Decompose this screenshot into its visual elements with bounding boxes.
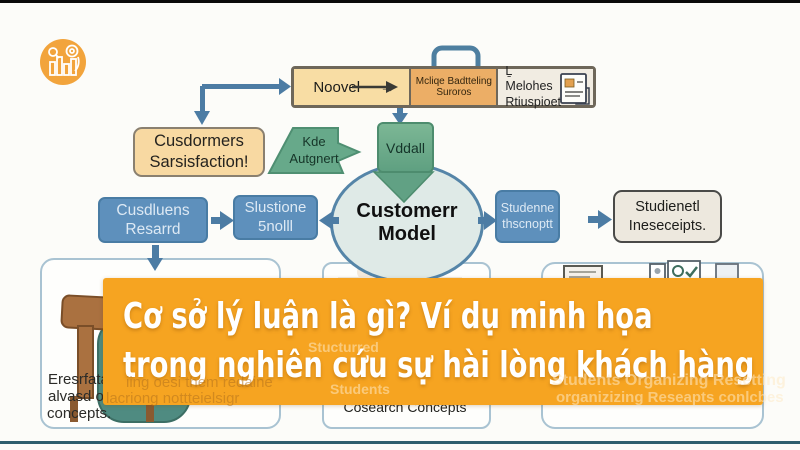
novel-method-box: Noovel → Mcliqe Badtteling Suroros Ḻ Mel… xyxy=(291,64,596,109)
title-banner: Cơ sở lý luận là gì? Ví dụ minh họa tron… xyxy=(103,278,763,405)
method-line2: Suroros xyxy=(436,87,472,98)
key-argument-line1: Kde xyxy=(302,134,326,149)
model-tag-label: Vddall xyxy=(386,139,425,156)
solution-line1: Slustione xyxy=(244,198,307,216)
research-line1: Cusdluens xyxy=(116,201,190,219)
method-line1: Mcliqe Badtteling xyxy=(415,75,492,87)
ghost-text-mid2: Students xyxy=(330,381,390,397)
solution-box: Slustione 5nolll xyxy=(233,195,318,240)
circle-label-line2: Model xyxy=(378,223,436,245)
customer-model-node: Customerr Model xyxy=(330,163,484,283)
ghost-text-left1: iing oesi them redaine xyxy=(126,374,273,391)
key-argument-label: Kde Autgnert xyxy=(277,134,351,168)
concepts-line2: alvasd ou xyxy=(48,388,113,405)
ghost-text-right2: organizizing Reseapts conlcbes xyxy=(556,389,784,406)
theory-line1: Studenne xyxy=(500,200,555,215)
receipts-line1: Studienetl xyxy=(635,198,700,215)
solution-line2: 5nolll xyxy=(257,217,294,235)
method-section: Mcliqe Badtteling Suroros xyxy=(409,69,499,105)
right-arrow-glyph: → xyxy=(379,77,397,96)
bottom-border-line xyxy=(0,441,800,444)
ghost-text-right1: Students Organizing Resetting xyxy=(552,372,786,389)
concepts-line1: Eresrfata xyxy=(48,371,109,388)
receipts-line2: Ineseceipts. xyxy=(628,217,707,234)
key-argument-line2: Autgnert xyxy=(289,150,339,166)
banner-title-line2: trong nghiên cứu sự hài lòng khách hàng xyxy=(123,345,755,386)
receipts-box: Studienetl Ineseceipts. xyxy=(613,190,722,243)
research-line2: Resarrd xyxy=(125,221,181,238)
model-tag: Vddall xyxy=(377,122,434,173)
concepts-line3: concepts. xyxy=(47,405,112,422)
circle-label-line1: Customerr xyxy=(356,200,458,222)
novel-label: Noovel xyxy=(313,78,361,96)
satisfaction-line1: Cusdormers xyxy=(154,131,244,150)
ghost-text-mid1: Stucturred xyxy=(308,339,379,355)
satisfaction-line2: Sarsisfaction! xyxy=(149,153,249,171)
methods-ref-line2: Rtiuspioet xyxy=(505,94,561,109)
theory-box: Studenne thscnoptt xyxy=(495,190,560,243)
research-box: Cusdluens Resarrd xyxy=(98,197,208,243)
banner-title-line1: Cơ sở lý luận là gì? Ví dụ minh họa xyxy=(123,296,653,337)
methods-ref-line1: Ḻ Melohes xyxy=(505,63,553,94)
top-border-line xyxy=(0,0,800,3)
novel-section: Noovel → xyxy=(294,69,410,105)
theory-line2: thscnoptt xyxy=(502,216,553,231)
satisfaction-box: Cusdormers Sarsisfaction! xyxy=(133,127,265,177)
methods-ref-section: Ḻ Melohes Rtiuspioet xyxy=(498,64,593,109)
ghost-text-left2: lacriong nottteielsigr xyxy=(106,390,240,407)
